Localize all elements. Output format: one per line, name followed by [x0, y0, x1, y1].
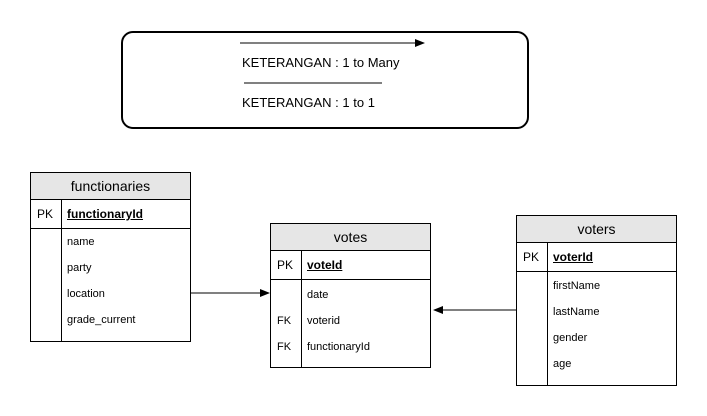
- entity-title: functionaries: [31, 173, 190, 200]
- pk-field: functionaryId: [67, 207, 144, 221]
- pk-row: PK voterId: [517, 243, 676, 272]
- entity-voters[interactable]: voters PK voterId firstName lastName gen…: [516, 215, 677, 386]
- column-divider: [301, 280, 302, 368]
- fk-label: FK: [277, 341, 292, 353]
- legend-box: KETERANGAN : 1 to Many KETERANGAN : 1 to…: [121, 31, 529, 129]
- field-functionaryid: functionaryId: [307, 341, 370, 353]
- field-date: date: [307, 289, 329, 301]
- column-divider: [301, 251, 302, 279]
- field-voterid: voterid: [307, 315, 341, 327]
- entity-votes[interactable]: votes PK voteId date FK voterid FK funct…: [270, 223, 431, 368]
- entity-title: voters: [517, 216, 676, 243]
- field-list: name party location grade_current: [31, 229, 190, 342]
- column-divider: [61, 200, 62, 228]
- field-name: name: [67, 236, 95, 248]
- entity-functionaries[interactable]: functionaries PK functionaryId name part…: [30, 172, 191, 342]
- field-firstname: firstName: [553, 280, 601, 292]
- pk-row: PK voteId: [271, 251, 430, 280]
- field-party: party: [67, 262, 92, 274]
- field-list: date FK voterid FK functionaryId: [271, 280, 430, 368]
- pk-row: PK functionaryId: [31, 200, 190, 229]
- pk-label: PK: [277, 258, 294, 272]
- field-lastname: lastName: [553, 306, 600, 318]
- field-gender: gender: [553, 332, 588, 344]
- column-divider: [61, 229, 62, 342]
- field-location: location: [67, 288, 105, 300]
- column-divider: [547, 272, 548, 386]
- legend-one-to-one-label: KETERANGAN : 1 to 1: [242, 95, 375, 110]
- pk-field: voteId: [307, 258, 343, 272]
- field-list: firstName lastName gender age: [517, 272, 676, 386]
- entity-title: votes: [271, 224, 430, 251]
- pk-label: PK: [523, 250, 540, 264]
- pk-field: voterId: [553, 250, 594, 264]
- pk-label: PK: [37, 207, 54, 221]
- fk-label: FK: [277, 315, 292, 327]
- field-grade-current: grade_current: [67, 314, 136, 326]
- column-divider: [547, 243, 548, 271]
- field-age: age: [553, 358, 572, 370]
- legend-one-to-many-label: KETERANGAN : 1 to Many: [242, 55, 400, 70]
